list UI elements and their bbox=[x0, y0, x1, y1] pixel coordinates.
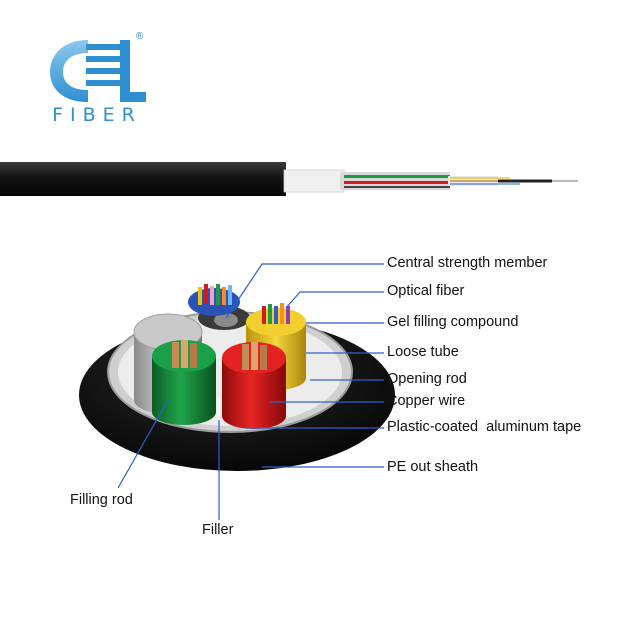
label-central-strength-member: Central strength member bbox=[387, 255, 547, 271]
label-gel-filling-compound: Gel filling compound bbox=[387, 314, 518, 330]
copper-wires-red bbox=[242, 342, 267, 370]
label-copper-wire: Copper wire bbox=[387, 393, 465, 409]
label-optical-fiber: Optical fiber bbox=[387, 283, 464, 299]
label-filler: Filler bbox=[202, 522, 233, 538]
label-aluminum-tape: Plastic-coated aluminum tape bbox=[387, 419, 581, 435]
label-loose-tube: Loose tube bbox=[387, 344, 459, 360]
label-filling-rod: Filling rod bbox=[70, 492, 133, 508]
label-pe-out-sheath: PE out sheath bbox=[387, 459, 478, 475]
label-opening-rod: Opening rod bbox=[387, 371, 467, 387]
cable-cross-section bbox=[79, 284, 395, 471]
copper-wires-green bbox=[172, 340, 197, 368]
cable-side-view bbox=[0, 162, 578, 196]
